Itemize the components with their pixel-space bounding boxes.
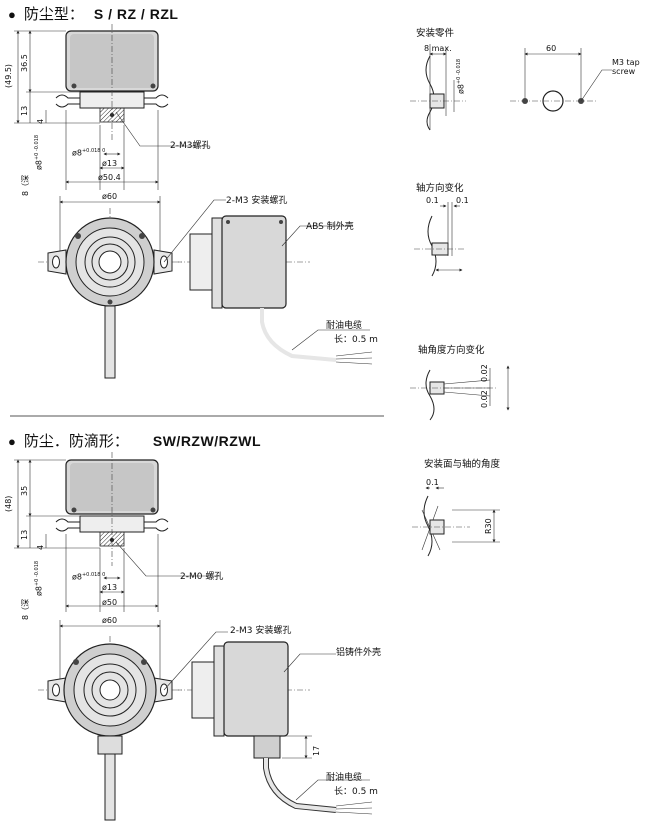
s1-dim-boss: ø13 — [102, 159, 118, 168]
axial-title: 轴方向变化 — [416, 183, 464, 194]
s1-side-view — [14, 24, 210, 190]
s2-dim-flange-h: 13 — [20, 529, 29, 540]
s1-dim-pilot: ø8+0.018 0 — [72, 148, 106, 158]
angular-v2: 0.02 — [480, 390, 489, 408]
bullet-icon: ● — [8, 7, 16, 22]
s1-callout-mount: 2-M3 安装螺孔 — [226, 196, 288, 206]
mount-parts-screw: screw — [612, 67, 636, 76]
s1-heading: ● 防尘型： S / RZ / RZL — [8, 3, 178, 24]
axial-drawing — [414, 202, 466, 277]
bullet-icon: ● — [8, 434, 16, 449]
angular-v1: 0.02 — [480, 364, 489, 382]
s2-model: SW/RZW/RZWL — [152, 433, 262, 449]
face-angle-title: 安装面与轴的角度 — [424, 459, 501, 470]
mount-parts-title: 安装零件 — [416, 28, 455, 39]
s2-dim-overall: (48) — [4, 495, 13, 512]
s2-callout-cable: 耐油电缆 — [326, 773, 363, 783]
s2-side-view-2 — [176, 641, 373, 815]
s2-dim-pilot: ø8+0.018 0 — [72, 572, 106, 582]
s2-title: 防尘．防滴形： — [23, 433, 129, 450]
axial-v1: 0.1 — [426, 196, 439, 205]
axial-v2: 0.1 — [456, 196, 469, 205]
s1-callout-cable: 耐油电缆 — [326, 321, 363, 331]
s2-dim-shaft-dia: ø8+0 -0.018 — [34, 560, 44, 596]
angular-drawing — [410, 365, 510, 421]
s1-dim-shaft-dia: ø8+0 -0.018 — [34, 134, 44, 170]
s1-dim-depth: 8（深 — [21, 174, 30, 196]
s1-title: 防尘型： — [23, 6, 84, 23]
s2-front-view — [38, 620, 228, 821]
s2-dim-front: ø60 — [102, 616, 118, 625]
s2-dim-depth: 8（深 — [21, 598, 30, 620]
mount-parts-tap: M3 tap — [612, 58, 640, 67]
s2-callout-cable-len: 长：0.5 m — [334, 787, 378, 797]
s2-dim-body-h: 35 — [20, 485, 29, 496]
mount-parts-gap: 8 max. — [424, 44, 452, 53]
s2-dim-gland: 17 — [312, 745, 321, 756]
s2-callout-tap: 2-M0 螺孔 — [180, 572, 224, 582]
s2-dim-boss: ø13 — [102, 583, 118, 592]
s2-dim-shaft-len: 4 — [36, 544, 45, 550]
s1-callout-housing: ABS 制外壳 — [306, 222, 354, 232]
s2-callout-housing: 铝铸件外壳 — [336, 648, 382, 658]
mount-parts-spacing: 60 — [546, 44, 557, 53]
s1-dim-shaft-len: 4 — [36, 118, 45, 124]
face-angle-v1: 0.1 — [426, 478, 439, 487]
mount-parts-drawing — [410, 44, 612, 131]
s1-dim-flange-h: 13 — [20, 105, 29, 116]
mount-parts-shaft: ø8+0 -0.018 — [456, 58, 466, 94]
s1-front-view — [38, 196, 226, 379]
angular-title: 轴角度方向变化 — [418, 345, 485, 356]
s1-dim-overall: (49.5) — [4, 63, 13, 88]
s1-side-view-2 — [176, 215, 373, 365]
s1-dim-flange: ø50.4 — [98, 173, 121, 182]
s1-callout-cable-len: 长：0.5 m — [334, 335, 378, 345]
face-angle-drawing — [412, 486, 500, 557]
s2-callout-mount: 2-M3 安装螺孔 — [230, 626, 292, 636]
face-angle-r: R30 — [484, 518, 493, 534]
s2-dim-flange: ø50 — [102, 598, 118, 607]
s2-side-view — [14, 452, 220, 612]
s1-dim-front: ø60 — [102, 192, 118, 201]
s1-callout-tap: 2-M3螺孔 — [170, 141, 211, 151]
s2-heading: ● 防尘．防滴形： SW/RZW/RZWL — [8, 430, 261, 451]
s1-dim-body-h: 36.5 — [20, 54, 29, 72]
s1-model: S / RZ / RZL — [93, 6, 179, 22]
